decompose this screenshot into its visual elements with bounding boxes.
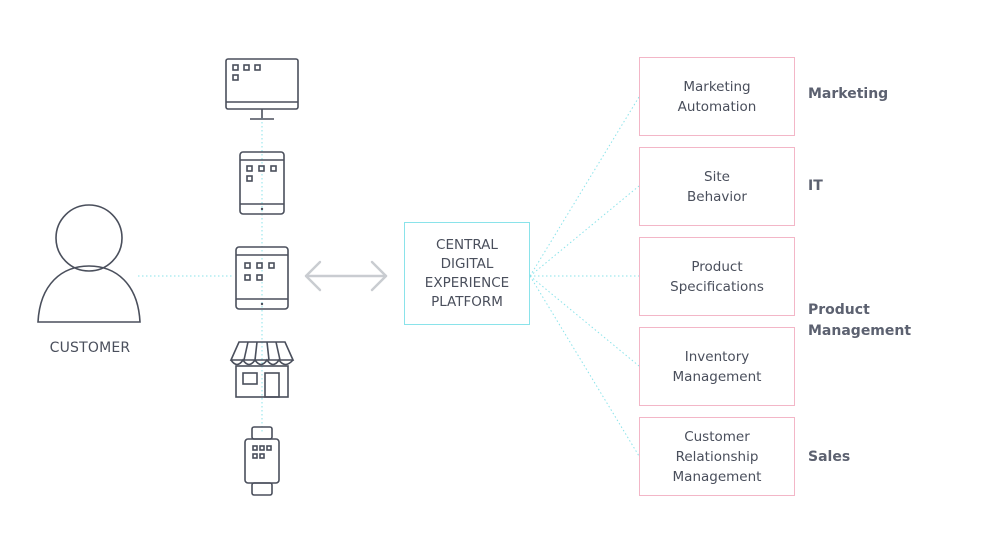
connector-system-1 bbox=[529, 96, 640, 277]
system-label: Inventory Management bbox=[672, 348, 762, 385]
tablet-icon bbox=[239, 151, 285, 215]
system-label: Product Specifications bbox=[670, 258, 764, 295]
central-platform-box: CENTRAL DIGITAL EXPERIENCE PLATFORM bbox=[404, 222, 530, 325]
department-label-marketing: Marketing bbox=[808, 86, 889, 102]
system-box-customer-relationship-management: Customer Relationship Management bbox=[639, 417, 795, 496]
connector-system-2 bbox=[529, 185, 640, 277]
customer-label: CUSTOMER bbox=[49, 340, 131, 356]
system-label: Site Behavior bbox=[687, 168, 747, 205]
department-label-it: IT bbox=[808, 178, 823, 194]
smartwatch-icon bbox=[244, 426, 280, 496]
person-icon bbox=[37, 204, 141, 323]
system-label: Marketing Automation bbox=[677, 78, 757, 115]
department-label-product-management: Product Management bbox=[808, 302, 912, 339]
tablet-icon bbox=[235, 246, 289, 310]
connector-system-4 bbox=[529, 275, 640, 367]
system-box-marketing-automation: Marketing Automation bbox=[639, 57, 795, 136]
department-label-sales: Sales bbox=[808, 449, 851, 465]
bidirectional-arrow-icon bbox=[304, 260, 388, 292]
central-platform-label: CENTRAL DIGITAL EXPERIENCE PLATFORM bbox=[424, 236, 510, 310]
system-box-inventory-management: Inventory Management bbox=[639, 327, 795, 406]
connector-system-5 bbox=[529, 275, 640, 457]
desktop-monitor-icon bbox=[225, 58, 299, 120]
system-box-product-specifications: Product Specifications bbox=[639, 237, 795, 316]
system-box-site-behavior: Site Behavior bbox=[639, 147, 795, 226]
system-label: Customer Relationship Management bbox=[672, 428, 762, 485]
store-icon bbox=[229, 341, 295, 398]
